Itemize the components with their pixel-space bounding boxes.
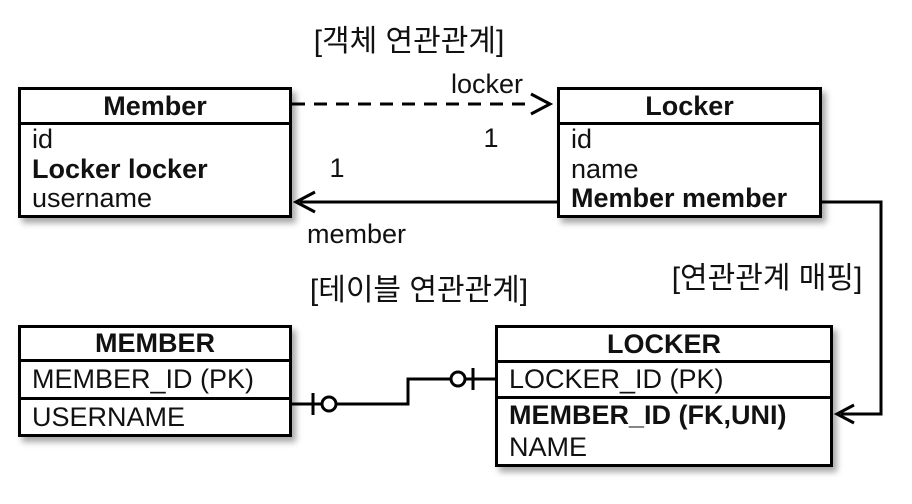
arrowhead-left-icon [833,403,855,425]
locker-table-title: LOCKER [498,328,830,363]
zero-circle-right-icon [449,370,467,388]
arrowhead-left-icon [292,190,316,214]
member-table-col-username: USERNAME [32,402,186,432]
member-class-field-locker: Locker locker [32,154,208,184]
mapping-arrow [820,200,883,425]
table-relation-connector [292,368,495,415]
member-class-box: Member id Locker locker username [18,87,292,218]
member-association-multiplicity: 1 [329,153,345,183]
locker-class-field-member: Member member [571,184,788,214]
member-class-title: Member [21,90,289,125]
locker-table-col-name: NAME [509,432,588,462]
locker-association-label: locker [451,69,524,99]
locker-table-box: LOCKER LOCKER_ID (PK) MEMBER_ID (FK,UNI)… [495,325,833,467]
locker-table-col-locker-id: LOCKER_ID (PK) [498,363,830,399]
arrowhead-right-icon [530,92,554,116]
locker-class-title: Locker [560,90,819,125]
locker-association-multiplicity: 1 [483,123,499,153]
locker-class-field-id: id [571,125,593,154]
member-table-col-member-id: MEMBER_ID (PK) [21,362,289,400]
zero-circle-left-icon [320,395,338,413]
object-association-member-arrow [292,190,557,214]
locker-class-box: Locker id name Member member [557,87,822,218]
locker-table-col-member-id: MEMBER_ID (FK,UNI) [509,400,787,430]
locker-class-field-name: name [571,154,639,184]
member-class-field-id: id [32,125,54,154]
object-association-locker-arrow [292,92,554,116]
member-table-box: MEMBER MEMBER_ID (PK) USERNAME [18,325,292,437]
member-table-title: MEMBER [21,328,289,362]
mapping-section-label: [연관관계 매핑] [671,262,863,295]
member-class-field-username: username [32,184,153,214]
member-association-label: member [307,219,407,249]
object-section-label: [객체 연관관계] [313,25,505,58]
table-section-label: [테이블 연관관계] [309,274,529,307]
